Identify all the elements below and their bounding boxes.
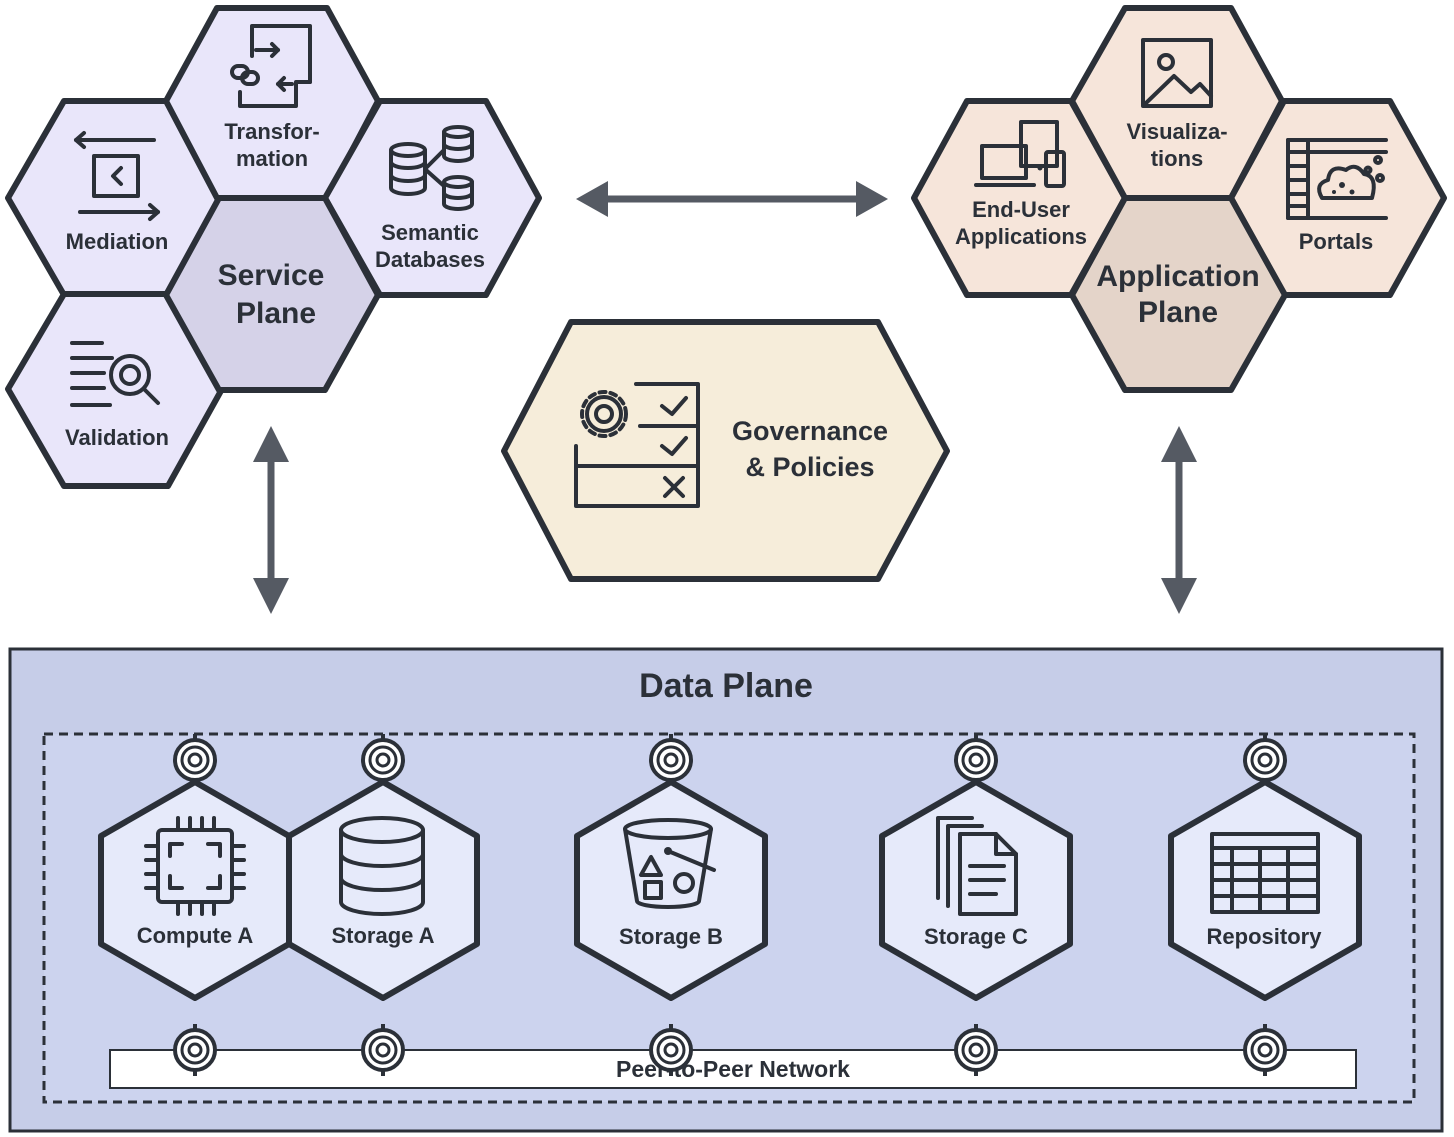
database-icon (339, 816, 425, 916)
mediation-label: Mediation (66, 229, 169, 254)
image-icon (1141, 38, 1213, 108)
validation-icon (70, 341, 160, 407)
transformation-icon (230, 24, 312, 108)
application-data-arrow (1161, 426, 1197, 614)
visualizations-label-1: Visualiza- (1126, 119, 1227, 144)
connector-ring (375, 752, 391, 768)
semantic-databases-label-2: Databases (375, 247, 485, 272)
connector-ring (187, 752, 203, 768)
data-plane-title: Data Plane (639, 667, 813, 705)
table-icon (1210, 832, 1320, 914)
transformation-label-1: Transfor- (224, 119, 319, 144)
node-connectors (173, 734, 1287, 1076)
connector-ring (375, 1042, 391, 1058)
mediation-icon (74, 131, 160, 221)
portal-icon (1286, 138, 1388, 220)
application-plane-title-2: Plane (1138, 296, 1218, 329)
connector-ring (968, 752, 984, 768)
application-plane-title-1: Application (1096, 260, 1259, 293)
devices-icon (974, 120, 1066, 188)
compute-a-label: Compute A (137, 923, 254, 948)
semantic-databases-icon (389, 125, 474, 211)
connector-ring (1257, 1042, 1273, 1058)
cpu-icon (144, 816, 246, 916)
checklist-icon (574, 382, 700, 508)
application-plane-cluster: Visualiza- tions End-User Applications (911, 5, 1447, 393)
storage-c-hex (879, 779, 1073, 1001)
peer-to-peer-network-bar (109, 1049, 1357, 1089)
connector-ring (663, 1042, 679, 1058)
connector-ring (187, 1042, 203, 1058)
application-plane-center-hex (1069, 195, 1288, 393)
documents-icon (936, 816, 1018, 916)
governance-label-2: & Policies (745, 452, 874, 482)
service-plane-title-1: Service (218, 259, 325, 292)
connector-ring (968, 1042, 984, 1058)
transformation-label-2: mation (236, 146, 308, 171)
data-plane: Data Plane Peer-to-Peer Network (8, 647, 1444, 1133)
repository-label: Repository (1207, 924, 1323, 949)
visualizations-label-2: tions (1151, 146, 1204, 171)
governance-label-1: Governance (732, 416, 888, 446)
connector-ring (663, 752, 679, 768)
governance-hex (501, 319, 950, 582)
service-application-arrow (576, 181, 888, 217)
connector-ring (1257, 752, 1273, 768)
peer-to-peer-network-label: Peer-to-Peer Network (616, 1056, 850, 1082)
storage-b-hex (574, 779, 768, 1001)
service-data-arrow (253, 426, 289, 614)
service-plane-title-2: Plane (236, 297, 316, 330)
end-user-label-1: End-User (972, 197, 1070, 222)
storage-c-label: Storage C (924, 924, 1028, 949)
portals-label: Portals (1299, 229, 1374, 254)
semantic-databases-label-1: Semantic (381, 220, 479, 245)
service-plane-cluster: Transfor- mation Mediation Semantic (5, 5, 542, 489)
service-plane-center-hex (163, 195, 381, 393)
validation-label: Validation (65, 425, 169, 450)
storage-a-label: Storage A (331, 923, 434, 948)
governance-block: Governance & Policies (501, 319, 950, 582)
storage-b-label: Storage B (619, 924, 723, 949)
end-user-label-2: Applications (955, 224, 1087, 249)
bucket-icon (623, 818, 716, 909)
